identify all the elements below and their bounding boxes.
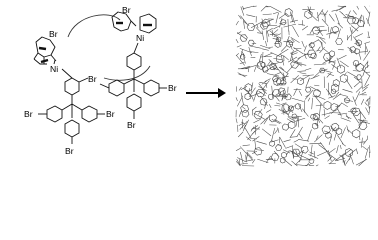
bromine-label-right-mol-bottom: Br [127, 120, 136, 130]
bromine-label-right-mol-right: Br [168, 83, 177, 93]
nickel-label-left: Ni [50, 64, 58, 74]
bromine-label-bottom-ring: Br [65, 146, 74, 156]
nickel-complex-left: Br Ni [33, 29, 73, 79]
reaction-arrow-icon [186, 88, 226, 98]
bromine-label-left-ring: Br [24, 109, 33, 119]
curved-reaction-arrow [67, 14, 121, 38]
tetraphenylmethane-right: Br Br [99, 52, 177, 130]
porous-network-image [235, 5, 371, 167]
nickel-label-right: Ni [136, 33, 144, 43]
bromine-label-right-ring: Br [106, 109, 115, 119]
bromine-label-left-ni: Br [49, 29, 58, 39]
tetraphenylmethane-left: Br Br Br Br [24, 74, 115, 156]
nickel-complex-right: Br Ni [111, 5, 157, 54]
bromine-label-right-ni: Br [122, 5, 131, 15]
scheme-canvas: Br Ni Br Br Br Br Br Ni [24, 5, 371, 167]
reaction-scheme: { "labels": { "bromine": "Br", "nickel":… [24, 5, 371, 167]
bromine-label-upper: Br [88, 74, 97, 84]
